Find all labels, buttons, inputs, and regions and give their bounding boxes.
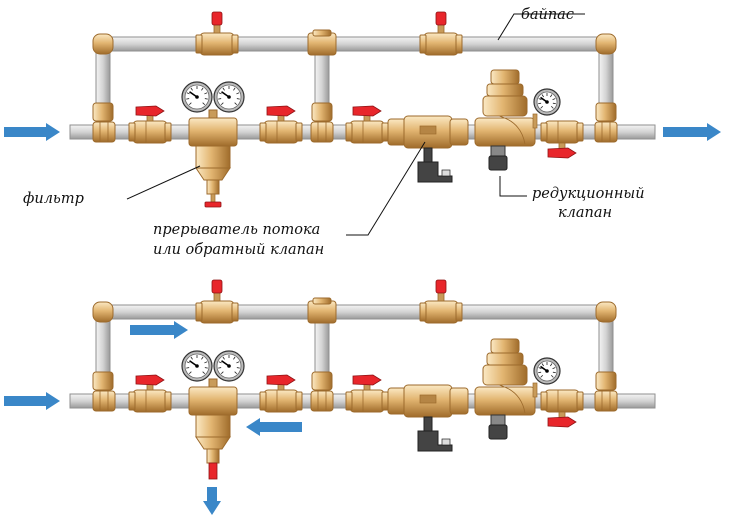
flow-breaker-label-line1: прерыватель потока (153, 222, 320, 238)
bypass-label: байпас (521, 7, 574, 23)
flow-arrow-icon (130, 321, 188, 339)
fittings-layer (92, 11, 618, 480)
union-nut (594, 121, 618, 143)
pipe-coupling (595, 371, 617, 391)
valve-handle-icon (266, 105, 296, 117)
ball-valve-icon (259, 105, 303, 144)
valve-handle-icon (547, 147, 577, 159)
union-nut (594, 390, 618, 412)
ball-valve-icon (540, 389, 584, 428)
ball-valve-icon (128, 105, 172, 144)
valve-handle-icon (547, 416, 577, 428)
valve-handle-icon (211, 279, 223, 294)
pressure-gauge-icon (181, 350, 213, 382)
valve-handle-icon (435, 279, 447, 294)
union-nut (92, 390, 116, 412)
bypass-pipe (99, 304, 607, 320)
flow-arrow-icon (4, 392, 60, 410)
flow-arrow-icon (246, 418, 302, 436)
pipe-coupling (595, 102, 617, 122)
pressure-gauge-icon (213, 81, 245, 113)
pressure-gauge-icon (533, 357, 561, 385)
ball-valve-icon (345, 105, 389, 144)
pipe-coupling (92, 102, 114, 122)
ball-valve-icon (419, 11, 463, 56)
valve-handle-icon (352, 374, 382, 386)
filter-label: фильтр (23, 191, 84, 207)
pipe-coupling (92, 371, 114, 391)
reducer-label-line1: редукционный (532, 186, 645, 202)
ball-valve-icon (128, 374, 172, 413)
tee-fitting (307, 29, 337, 56)
valve-handle-icon (435, 11, 447, 26)
ball-valve-icon (419, 279, 463, 324)
valve-handle-icon (352, 105, 382, 117)
union-nut (310, 390, 334, 412)
drain-handle-icon (208, 462, 218, 480)
elbow-fitting (595, 301, 617, 323)
union-nut (92, 121, 116, 143)
valve-handle-icon (135, 105, 165, 117)
tee-fitting (307, 297, 337, 324)
flow-breaker-label-line2: или обратный клапан (153, 242, 324, 258)
pipe-coupling (311, 371, 333, 391)
leader-lines (126, 13, 585, 236)
ball-valve-icon (195, 279, 239, 324)
pressure-reducer-icon (474, 338, 538, 440)
reducer-label-line2: клапан (558, 205, 612, 221)
pressure-gauge-icon (213, 350, 245, 382)
pressure-gauge-icon (533, 88, 561, 116)
reducer-leader (499, 176, 527, 197)
ball-valve-icon (345, 374, 389, 413)
flow-arrows-layer (4, 123, 721, 515)
valve-handle-icon (211, 11, 223, 26)
ball-valve-icon (195, 11, 239, 56)
drain-handle-icon (204, 201, 222, 208)
pressure-reducer-icon (474, 69, 538, 171)
filter-leader (126, 165, 201, 200)
ball-valve-icon (259, 374, 303, 413)
valve-handle-icon (135, 374, 165, 386)
ball-valve-icon (540, 120, 584, 159)
check-valve-icon (387, 115, 469, 183)
bypass-pipe (99, 36, 607, 52)
bypass-leader (497, 13, 585, 41)
flow-arrow-icon (663, 123, 721, 141)
filter-body-icon (188, 109, 238, 208)
filter-body-icon (188, 378, 238, 480)
flow-breaker-leader (346, 141, 426, 236)
elbow-fitting (595, 33, 617, 55)
union-nut (310, 121, 334, 143)
flow-arrow-icon (203, 487, 221, 515)
elbow-fitting (92, 301, 114, 323)
pressure-gauge-icon (181, 81, 213, 113)
elbow-fitting (92, 33, 114, 55)
pipe-coupling (311, 102, 333, 122)
flow-arrow-icon (4, 123, 60, 141)
check-valve-icon (387, 384, 469, 452)
valve-handle-icon (266, 374, 296, 386)
